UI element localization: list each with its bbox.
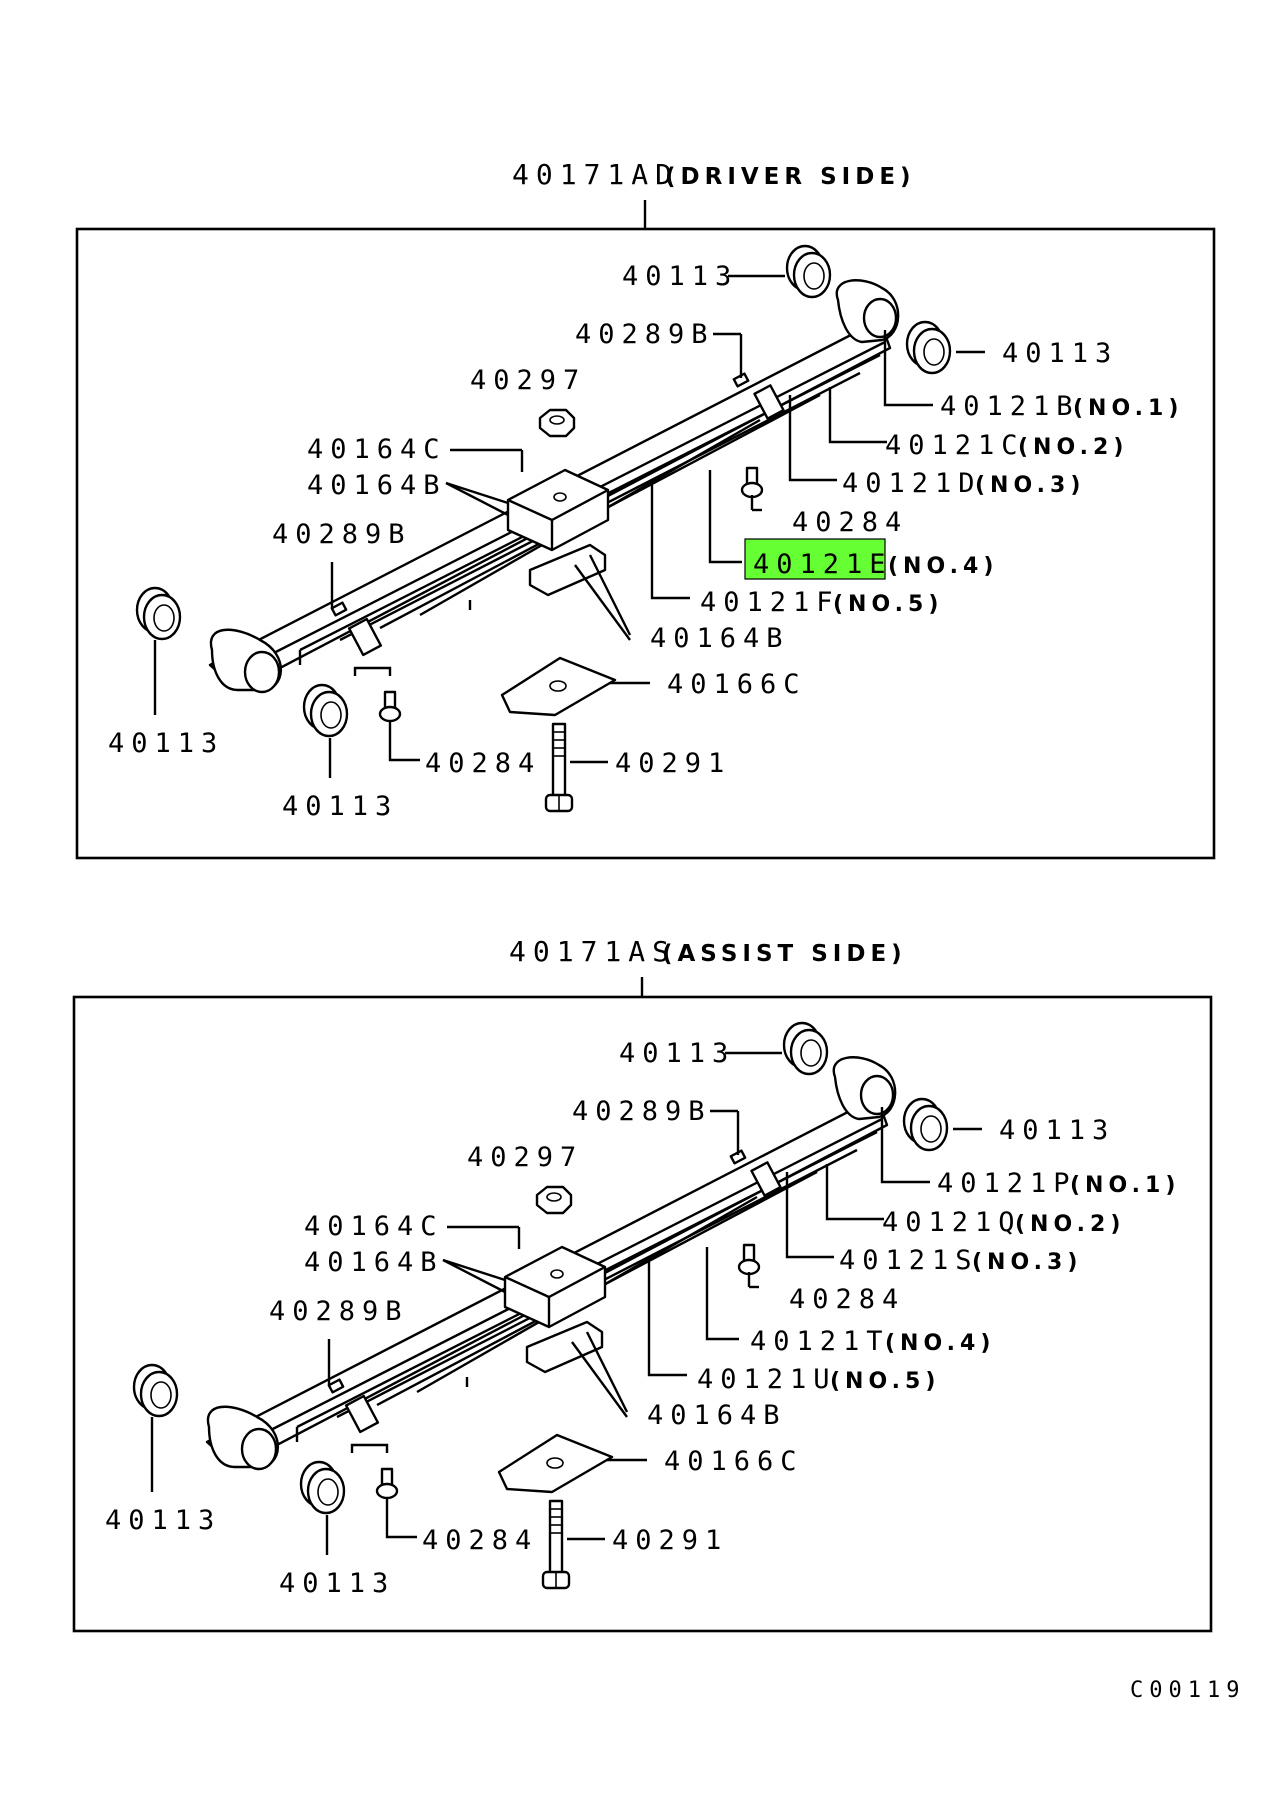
label-leaf1-suffix: (NO.1) xyxy=(1073,396,1183,421)
label-40164C: 40164C xyxy=(307,434,447,465)
bushing-left xyxy=(132,1363,179,1418)
label-leaf2-suffix: (NO.2) xyxy=(1015,1212,1125,1237)
label-40113-bottom: 40113 xyxy=(282,791,398,822)
bushing-top xyxy=(785,244,832,299)
label-40291: 40291 xyxy=(615,748,731,779)
label-40297: 40297 xyxy=(470,365,586,396)
leaf-spring-drawing xyxy=(135,244,952,813)
panel-title-suffix: (ASSIST SIDE) xyxy=(662,941,907,967)
label-leaf2: 40121C xyxy=(885,430,1025,461)
label-leaf5: 40121F xyxy=(700,587,840,618)
label-40297: 40297 xyxy=(467,1142,583,1173)
label-40164B-upper: 40164B xyxy=(307,470,447,501)
label-40113-top: 40113 xyxy=(619,1038,735,1069)
label-40113-left: 40113 xyxy=(105,1505,221,1536)
center-bolt xyxy=(541,1499,571,1590)
label-40289B-top: 40289B xyxy=(575,319,715,350)
bushing-right xyxy=(902,1097,949,1152)
label-leaf4-suffix: (NO.4) xyxy=(888,554,998,579)
nut xyxy=(538,408,576,438)
plate xyxy=(500,656,617,717)
label-40113-right: 40113 xyxy=(1002,338,1118,369)
label-40289B-left: 40289B xyxy=(272,519,412,550)
label-40289B-left: 40289B xyxy=(269,1296,409,1327)
highlight-box xyxy=(744,538,886,580)
bushing-top xyxy=(782,1021,829,1076)
label-leaf1: 40121B xyxy=(940,391,1080,422)
nut xyxy=(535,1185,573,1215)
leaf-spring-drawing xyxy=(132,1021,949,1590)
panel-title-code: 40171AS xyxy=(509,935,676,968)
label-40166C: 40166C xyxy=(664,1446,804,1477)
label-leaf3: 40121S xyxy=(839,1245,979,1276)
label-leaf2: 40121Q xyxy=(882,1207,1022,1238)
label-40284-right: 40284 xyxy=(789,1284,905,1315)
panel-title-suffix: (DRIVER SIDE) xyxy=(665,164,916,190)
label-leaf5-suffix: (NO.5) xyxy=(833,592,943,617)
label-40113-right: 40113 xyxy=(999,1115,1115,1146)
label-40164C: 40164C xyxy=(304,1211,444,1242)
clip-left xyxy=(347,617,383,657)
leader-lines xyxy=(150,1051,982,1555)
bolt-right xyxy=(740,466,764,499)
label-40291: 40291 xyxy=(612,1525,728,1556)
plate xyxy=(497,1433,614,1494)
label-40284-left: 40284 xyxy=(422,1525,538,1556)
center-pad-lower xyxy=(525,1320,604,1374)
label-40289B-top: 40289B xyxy=(572,1096,712,1127)
center-pad-upper xyxy=(506,468,610,552)
bushing-right xyxy=(905,320,952,375)
bolt-left xyxy=(375,1467,399,1500)
center-bolt xyxy=(544,722,574,813)
panel-driver-side: 40171AD (DRIVER SIDE) xyxy=(75,158,1216,860)
assembly-frame xyxy=(75,227,1216,860)
clip-right xyxy=(750,1161,782,1197)
bushing-left xyxy=(135,586,182,641)
clip-left xyxy=(344,1394,380,1434)
center-pad-upper xyxy=(503,1245,607,1329)
bushing-bottom xyxy=(299,1460,346,1515)
label-40164B-lower: 40164B xyxy=(650,623,790,654)
label-40284-right: 40284 xyxy=(792,507,908,538)
label-leaf3: 40121D xyxy=(842,468,982,499)
label-leaf1-suffix: (NO.1) xyxy=(1070,1173,1180,1198)
assembly-frame xyxy=(72,995,1213,1633)
leader-lines xyxy=(153,274,985,778)
label-40113-bottom: 40113 xyxy=(279,1568,395,1599)
label-40113-left: 40113 xyxy=(108,728,224,759)
label-leaf3-suffix: (NO.3) xyxy=(972,1250,1082,1275)
panel-title-code: 40171AD xyxy=(512,158,679,191)
label-leaf5-suffix: (NO.5) xyxy=(830,1369,940,1394)
label-leaf1: 40121P xyxy=(937,1168,1077,1199)
bolt-left xyxy=(378,690,402,723)
label-leaf5: 40121U xyxy=(697,1364,837,1395)
label-leaf4[interactable]: 40121E xyxy=(753,549,893,580)
label-40284-left: 40284 xyxy=(425,748,541,779)
label-leaf4-suffix: (NO.4) xyxy=(885,1331,995,1356)
label-40113-top: 40113 xyxy=(622,261,738,292)
bolt-right xyxy=(737,1243,761,1276)
panel-assist-side: 40171AS (ASSIST SIDE) xyxy=(72,935,1213,1633)
clip-right xyxy=(753,384,785,420)
bushing-bottom xyxy=(302,683,349,738)
label-40164B-lower: 40164B xyxy=(647,1400,787,1431)
label-leaf3-suffix: (NO.3) xyxy=(975,473,1085,498)
center-pad-lower xyxy=(528,543,607,597)
diagram-code: C00119 xyxy=(1130,1678,1245,1703)
label-40166C: 40166C xyxy=(667,669,807,700)
label-40164B-upper: 40164B xyxy=(304,1247,444,1278)
label-leaf2-suffix: (NO.2) xyxy=(1018,435,1128,460)
label-leaf4: 40121T xyxy=(750,1326,890,1357)
